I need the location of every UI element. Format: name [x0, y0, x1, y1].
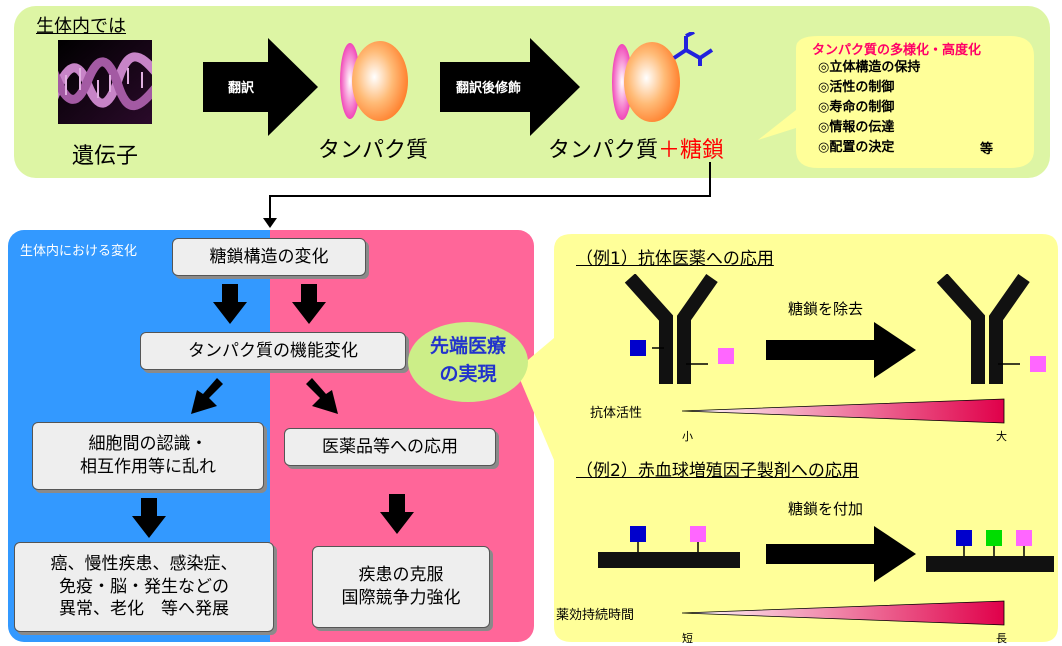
down-arrow: [132, 498, 166, 538]
antibody-without-sugar-icon: [936, 274, 1030, 384]
pink-sugar-square: [1030, 356, 1046, 372]
down-arrow: [213, 284, 247, 324]
left-panel-heading: 生体内における変化: [20, 244, 138, 259]
add-sugar-label: 糖鎖を付加: [788, 500, 864, 518]
example1-scale-label: 抗体活性: [590, 406, 643, 421]
down-arrow: [306, 378, 338, 414]
callout-item: ◎情報の伝達: [818, 120, 895, 135]
callout-title: タンパク質の多様化・高度化: [812, 43, 982, 58]
advanced-medicine-oval: [408, 322, 528, 402]
callout-item: ◎配置の決定: [818, 140, 895, 155]
connector-arrow: [263, 162, 711, 228]
add-sugar-arrow: [766, 526, 916, 582]
protein-label: タンパク質: [318, 138, 429, 163]
down-arrow: [380, 494, 414, 534]
example2-scale-label: 薬効持続時間: [556, 608, 635, 623]
dna-image: [58, 40, 152, 124]
protein-sugar-protein: タンパク質: [548, 138, 659, 163]
top-heading: 生体内では: [36, 16, 126, 37]
translation-label: 翻訳: [228, 81, 255, 96]
callout-item: ◎寿命の制御: [818, 100, 895, 115]
callout-suffix: 等: [980, 142, 994, 157]
callout-bubble: [758, 36, 1034, 168]
down-arrow: [191, 378, 223, 414]
translation-arrow: [203, 38, 318, 136]
drug-duration-scale: [682, 600, 1005, 626]
example2-scale-max: 長: [996, 632, 1007, 645]
down-arrow: [292, 284, 326, 324]
epo-protein-icon: [598, 526, 740, 568]
callout-list: ◎立体構造の保持 ◎活性の制御 ◎寿命の制御 ◎情報の伝達 ◎配置の決定: [818, 58, 920, 158]
disease-overcome-box: 疾患の克服 国際競争力強化: [312, 546, 490, 628]
gene-label: 遺伝子: [72, 144, 139, 169]
post-translation-label: 翻訳後修飾: [456, 81, 522, 96]
callout-item: ◎活性の制御: [818, 80, 895, 95]
remove-sugar-label: 糖鎖を除去: [788, 300, 864, 318]
example1-heading: （例1）抗体医薬への応用: [576, 249, 774, 269]
protein-icon: [340, 41, 408, 121]
medicine-application-box: 医薬品等への応用: [284, 428, 496, 466]
cell-recognition-box: 細胞間の認識・ 相互作用等に乱れ: [32, 422, 264, 490]
disease-development-box: 癌、慢性疾患、感染症、 免疫・脳・発生などの 異常、老化 等へ発展: [14, 542, 274, 632]
post-translation-arrow: [440, 38, 580, 136]
callout-item: ◎立体構造の保持: [818, 60, 921, 75]
antibody-activity-scale: [682, 398, 1005, 424]
protein-change-box: タンパク質の機能変化: [140, 332, 406, 370]
advanced-medicine-label: 先端医療 の実現: [429, 335, 506, 385]
antibody-with-sugar-icon: [624, 274, 734, 384]
glycoprotein-icon: [612, 32, 714, 122]
remove-sugar-arrow: [766, 322, 916, 378]
example2-heading: （例2）赤血球増殖因子製剤への応用: [576, 461, 859, 481]
example2-scale-min: 短: [682, 632, 693, 645]
epo-protein-sugared-icon: [926, 530, 1054, 572]
protein-sugar-label: タンパク質＋糖鎖: [548, 132, 724, 164]
example1-scale-max: 大: [996, 430, 1007, 443]
example1-scale-min: 小: [682, 430, 693, 443]
examples-panel: [516, 234, 1058, 642]
sugar-change-box: 糖鎖構造の変化: [172, 238, 366, 276]
protein-sugar-sugar: ＋糖鎖: [658, 138, 725, 163]
